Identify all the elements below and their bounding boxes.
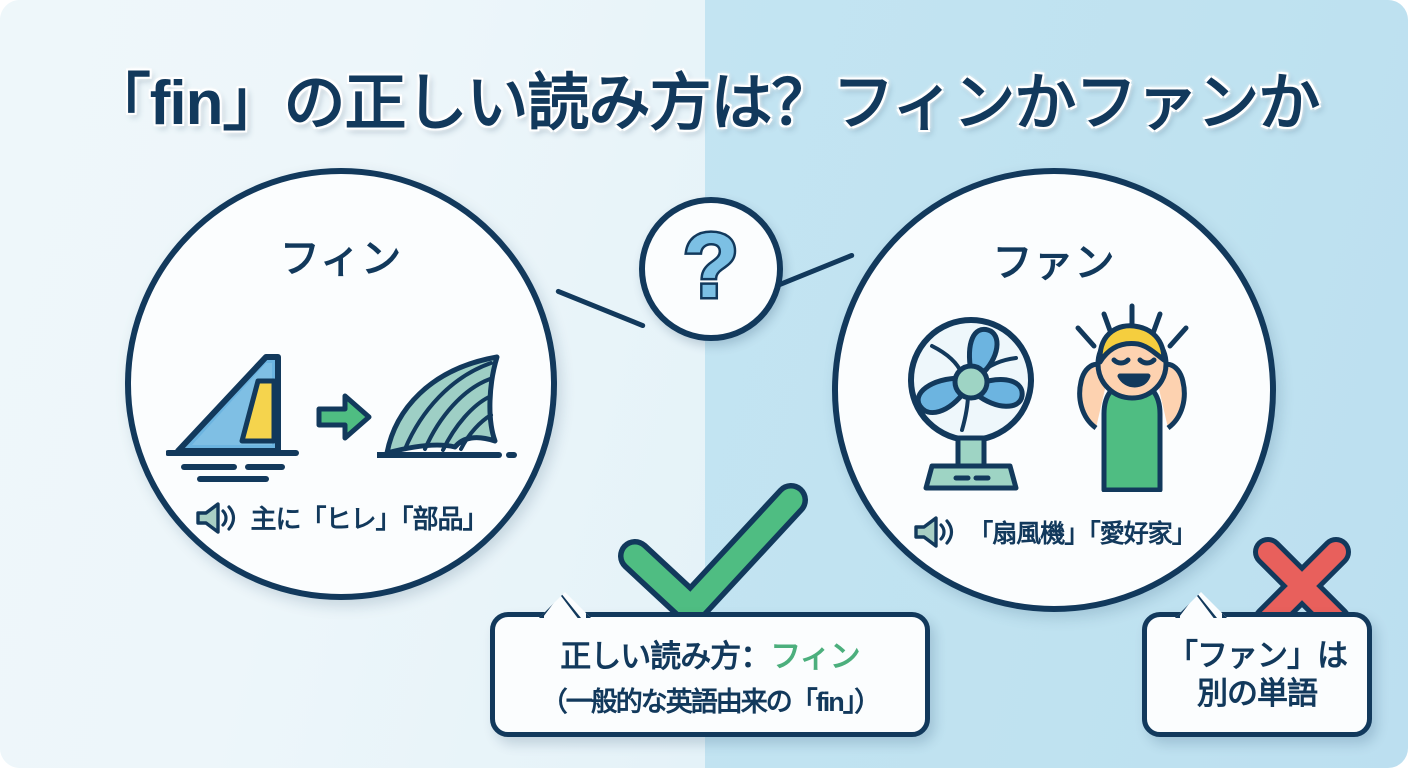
right-circle-caption: 「扇風機」「愛好家」 [968,520,1197,548]
cross-mark-icon [1253,537,1351,635]
right-concept-circle: ファン [832,168,1276,612]
main-callout-line1: 正しい読み方：フィン [560,631,860,676]
main-callout-prefix: 正しい読み方： [560,638,771,674]
side-note-callout: 「ファン」は 別の単語 [1142,592,1372,737]
page-title: 「fin」の正しい読み方は？フィンかファンか [88,69,1321,138]
cheering-person-icon [1075,303,1189,492]
left-circle-artwork [131,314,551,484]
main-callout-line2: （一般的な英語由来の「fin」） [540,686,881,717]
speaker-icon [914,516,954,548]
side-callout-line2: 別の単語 [1197,675,1318,711]
right-circle-title: ファン [992,241,1116,285]
main-callout-accent: フィン [770,638,860,674]
electric-fan-icon [908,317,1034,491]
question-mark-icon: ? [680,215,741,317]
right-circle-artwork [838,302,1270,492]
fish-fin-icon [376,354,517,458]
speaker-icon [196,501,236,534]
left-circle-caption-row: 主に「ヒレ」「部品」 [131,499,551,536]
question-badge: ? [639,197,783,341]
airplane-tail-fin-icon [165,354,299,482]
right-circle-caption-row: 「扇風機」「愛好家」 [838,514,1270,550]
left-concept-circle: フィン [125,168,557,600]
arrow-right-icon [316,393,371,441]
left-circle-caption: 主に「ヒレ」「部品」 [250,504,488,534]
side-callout-line1: 「ファン」は [1167,637,1348,673]
main-verdict-callout: 正しい読み方：フィン （一般的な英語由来の「fin」） [490,592,930,737]
left-circle-title: フィン [279,237,403,281]
check-mark-icon [618,483,808,625]
